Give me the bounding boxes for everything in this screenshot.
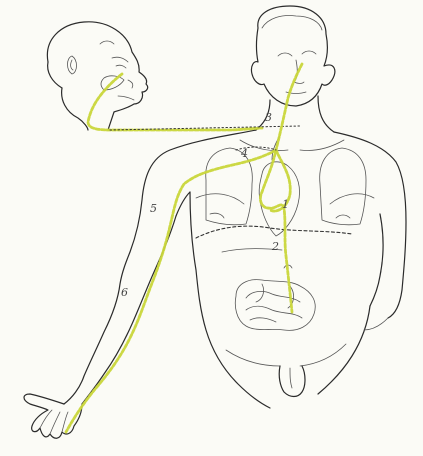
inset-head-profile: [47, 22, 147, 130]
label-2: 2: [271, 240, 279, 253]
route-nose-to-gut: [260, 64, 302, 312]
label-5: 5: [150, 202, 157, 215]
hand: [24, 394, 82, 438]
label-4: 4: [240, 147, 248, 160]
label-6: 6: [121, 286, 128, 299]
main-figure-body: [24, 6, 406, 438]
route-inset-head: [88, 74, 262, 130]
label-3: 3: [265, 111, 272, 124]
label-1: 1: [282, 198, 289, 211]
intestines: [235, 280, 315, 331]
